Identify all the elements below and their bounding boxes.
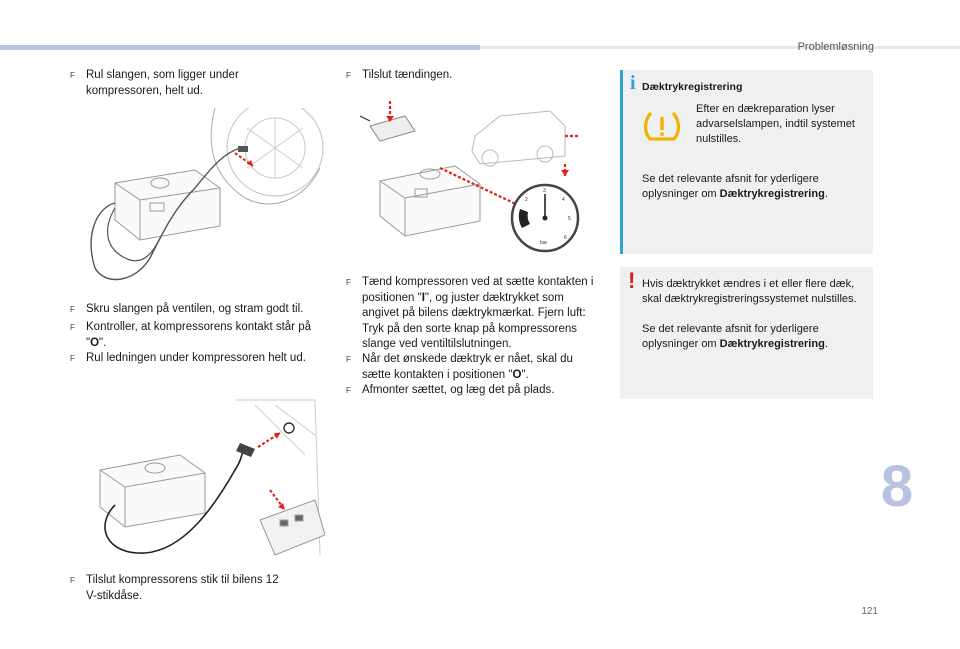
- bullet-icon: F: [346, 71, 351, 80]
- step-text: Kontroller, at kompressorens kontakt stå…: [86, 321, 311, 349]
- gauge-tick: 5: [568, 216, 571, 222]
- gauge-tick: 3: [543, 188, 546, 194]
- info-box-bar: [620, 70, 623, 254]
- step-ignition-on: F Tilslut tændingen.: [346, 68, 596, 84]
- page-number: 121: [861, 606, 878, 617]
- bullet-icon: F: [346, 278, 351, 287]
- info-box-title: Dæktrykregistrering: [642, 81, 743, 93]
- step-text: Rul ledningen under kompressoren helt ud…: [86, 352, 306, 364]
- figure-compressor-hose-to-wheel: [90, 108, 324, 281]
- bullet-icon: F: [346, 386, 351, 395]
- warning-box-tyre-pressure: ! Hvis dæktrykket ændres i et eller fler…: [620, 267, 873, 399]
- step-unroll-cable: F Rul ledningen under kompressoren helt …: [70, 351, 328, 367]
- chapter-number: 8: [880, 454, 914, 519]
- tyre-pressure-warning-icon: [644, 112, 680, 141]
- step-unroll-hose: F Rul slangen, som ligger under kompress…: [70, 68, 270, 99]
- warning-icon: !: [628, 268, 636, 293]
- gauge-tick: 1: [520, 220, 523, 226]
- gauge-tick: 4: [562, 197, 565, 203]
- gauge-tick: 6: [564, 235, 567, 241]
- gauge-tick: 2: [525, 197, 528, 203]
- step-switch-off: F Når det ønskede dæktryk er nået, skal …: [346, 352, 602, 383]
- step-text: Når det ønskede dæktryk er nået, skal du…: [362, 353, 573, 381]
- step-turn-on-compressor: F Tænd kompressoren ved at sætte kontakt…: [346, 275, 602, 353]
- header-accent-bar: [0, 45, 480, 50]
- step-text: Tænd kompressoren ved at sætte kontakten…: [362, 276, 594, 350]
- header-accent-bar-light: [480, 46, 960, 49]
- info-icon: i: [630, 72, 636, 94]
- step-text: Rul slangen, som ligger under kompressor…: [86, 69, 239, 97]
- step-connect-plug: F Tilslut kompressorens stik til bilens …: [70, 573, 290, 604]
- gauge-unit: bar: [540, 240, 548, 246]
- step-text: Skru slangen på ventilen, og stram godt …: [86, 303, 304, 315]
- section-title: Problemløsning: [797, 41, 874, 53]
- bullet-icon: F: [70, 354, 75, 363]
- step-text: Afmonter sættet, og læg det på plads.: [362, 384, 555, 396]
- warning-box-reference: Se det relevante afsnit for yderligere o…: [642, 323, 828, 350]
- bullet-icon: F: [70, 305, 75, 314]
- figure-compressor-gauge: 1 2 3 4 5 6 bar: [359, 101, 580, 253]
- bullet-icon: F: [346, 355, 351, 364]
- step-text: Tilslut tændingen.: [362, 69, 453, 81]
- figure-compressor-plug-socket: [99, 399, 325, 556]
- step-check-switch: F Kontroller, at kompressorens kontakt s…: [70, 320, 328, 351]
- step-text: Tilslut kompressorens stik til bilens 12…: [86, 574, 279, 602]
- info-box-tyre-pressure: i Dæktrykregistrering Efter en dækrepara…: [620, 70, 873, 254]
- bullet-icon: F: [70, 323, 75, 332]
- info-box-text: Efter en dækreparation lyser advarselsla…: [696, 103, 855, 145]
- step-screw-hose: F Skru slangen på ventilen, og stram god…: [70, 302, 328, 318]
- bullet-icon: F: [70, 71, 75, 80]
- info-box-reference: Se det relevante afsnit for yderligere o…: [642, 173, 828, 200]
- warning-box-text: Hvis dæktrykket ændres i et eller flere …: [642, 278, 857, 305]
- step-dismount-kit: F Afmonter sættet, og læg det på plads.: [346, 383, 602, 399]
- bullet-icon: F: [70, 576, 75, 585]
